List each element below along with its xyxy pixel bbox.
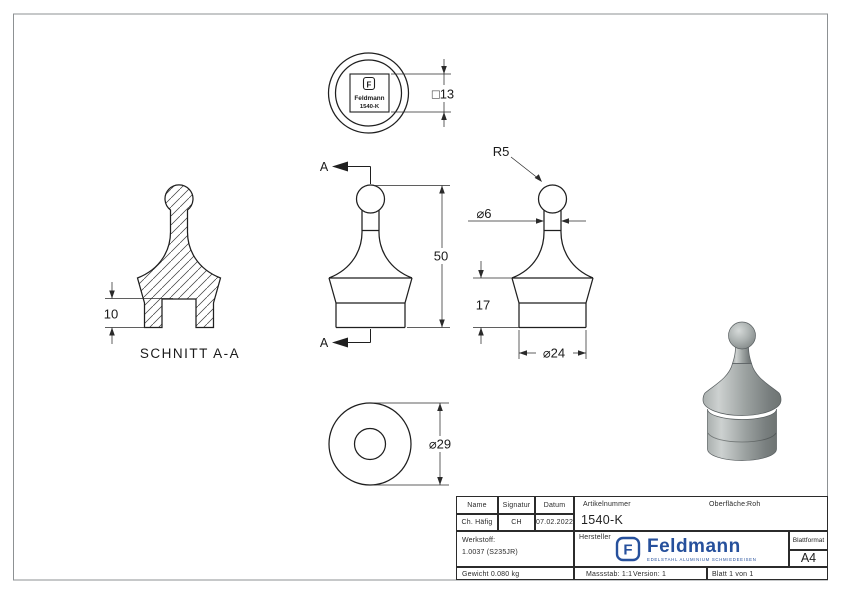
signature-label: Signatur [502, 502, 531, 509]
dim-radius-group [510, 156, 542, 182]
dim-square: □13 [432, 87, 454, 102]
cut-line-group [332, 161, 371, 348]
format-value: A4 [800, 551, 817, 565]
cell-signature-value: CH [498, 514, 535, 531]
render-base-ring [707, 432, 777, 443]
material-label: Werkstoff: [462, 537, 496, 544]
cell-name-label: Name [456, 496, 498, 514]
material-value: 1.0037 (S235JR) [462, 549, 518, 556]
stamp-initial: F [367, 81, 372, 90]
stamp-article: 1540-K [360, 104, 380, 110]
date-label: Datum [543, 502, 566, 509]
side-ball [537, 184, 568, 214]
brand-name: Feldmann [647, 535, 741, 557]
front-ball [355, 184, 386, 214]
brand-logo-icon: F [615, 536, 641, 562]
dim-base-height: 17 [476, 298, 490, 313]
cell-material: Werkstoff: 1.0037 (S235JR) [456, 531, 574, 567]
cut-letter-top: A [320, 160, 329, 174]
render-bell [702, 363, 782, 416]
cell-date-value: 07.02.2022 [535, 514, 574, 531]
stamp-logo-box [362, 76, 376, 91]
surface-value: Roh [747, 501, 761, 508]
sheet-frame [13, 13, 828, 581]
article-label: Artikelnummer [583, 501, 631, 508]
brand-logo-initial: F [623, 542, 632, 559]
cell-name-value: Ch. Häfig [456, 514, 498, 531]
scale-value: Massstab: 1:1 [586, 571, 633, 578]
version-value: Version: 1 [633, 571, 667, 578]
dim-hole-depth: 10 [104, 307, 118, 322]
author-name: Ch. Häfig [461, 519, 493, 526]
render-ball [728, 321, 756, 350]
drawing-date: 07.02.2022 [536, 519, 574, 526]
cell-weight: Gewicht 0.080 kg [456, 567, 574, 580]
brand-tagline: EDELSTAHL ALUMINIUM SCHMIEDEEISEN [647, 556, 757, 562]
author-signature: CH [511, 519, 522, 526]
surface-label: Oberfläche: [709, 501, 748, 508]
bottom-inner-circle [353, 427, 387, 461]
view-front [328, 184, 413, 329]
cell-format-value: A4 [789, 550, 828, 567]
cell-sheet: Blatt 1 von 1 [707, 567, 828, 580]
render-base [707, 408, 777, 461]
section-hatched-body [136, 184, 222, 329]
cell-article: Artikelnummer 1540-K Oberfläche: Roh [574, 496, 828, 531]
article-number: 1540-K [581, 513, 624, 527]
cell-manufacturer: Hersteller F Feldmann EDELSTAHL ALUMINIU… [574, 531, 789, 567]
section-title: SCHNITT A-A [140, 346, 240, 361]
view-bottom [328, 402, 412, 486]
title-block: Name Signatur Datum Ch. Häfig CH 07.02.2… [456, 496, 828, 580]
dim-outer-dia: ⌀29 [429, 437, 451, 452]
format-label: Blattformat [792, 537, 825, 544]
weight-value: Gewicht 0.080 kg [462, 571, 520, 578]
stamp-brand: Feldmann [354, 95, 384, 102]
dim-neck-group [468, 218, 586, 224]
view-3d-render [702, 321, 782, 461]
cell-scale-version: Massstab: 1:1 Version: 1 [574, 567, 707, 580]
cell-format-label: Blattformat [789, 531, 828, 550]
view-section-aa [136, 184, 222, 329]
cell-signature-label: Signatur [498, 496, 535, 514]
cut-letter-bottom: A [320, 336, 329, 350]
brand-logo: F Feldmann EDELSTAHL ALUMINIUM SCHMIEDEE… [615, 536, 757, 562]
dim-radius: R5 [493, 144, 510, 159]
dim-height: 50 [434, 249, 448, 264]
manufacturer-label: Hersteller [579, 534, 611, 541]
dim-base-height-group [473, 261, 519, 344]
view-side [511, 184, 594, 329]
dim-base-dia: ⌀24 [543, 346, 565, 361]
dim-hole-depth-group [105, 282, 173, 344]
sheet-value: Blatt 1 von 1 [712, 571, 754, 578]
name-label: Name [467, 502, 487, 509]
view-top [327, 52, 410, 134]
dim-neck-dia: ⌀6 [476, 206, 491, 221]
cell-date-label: Datum [535, 496, 574, 514]
